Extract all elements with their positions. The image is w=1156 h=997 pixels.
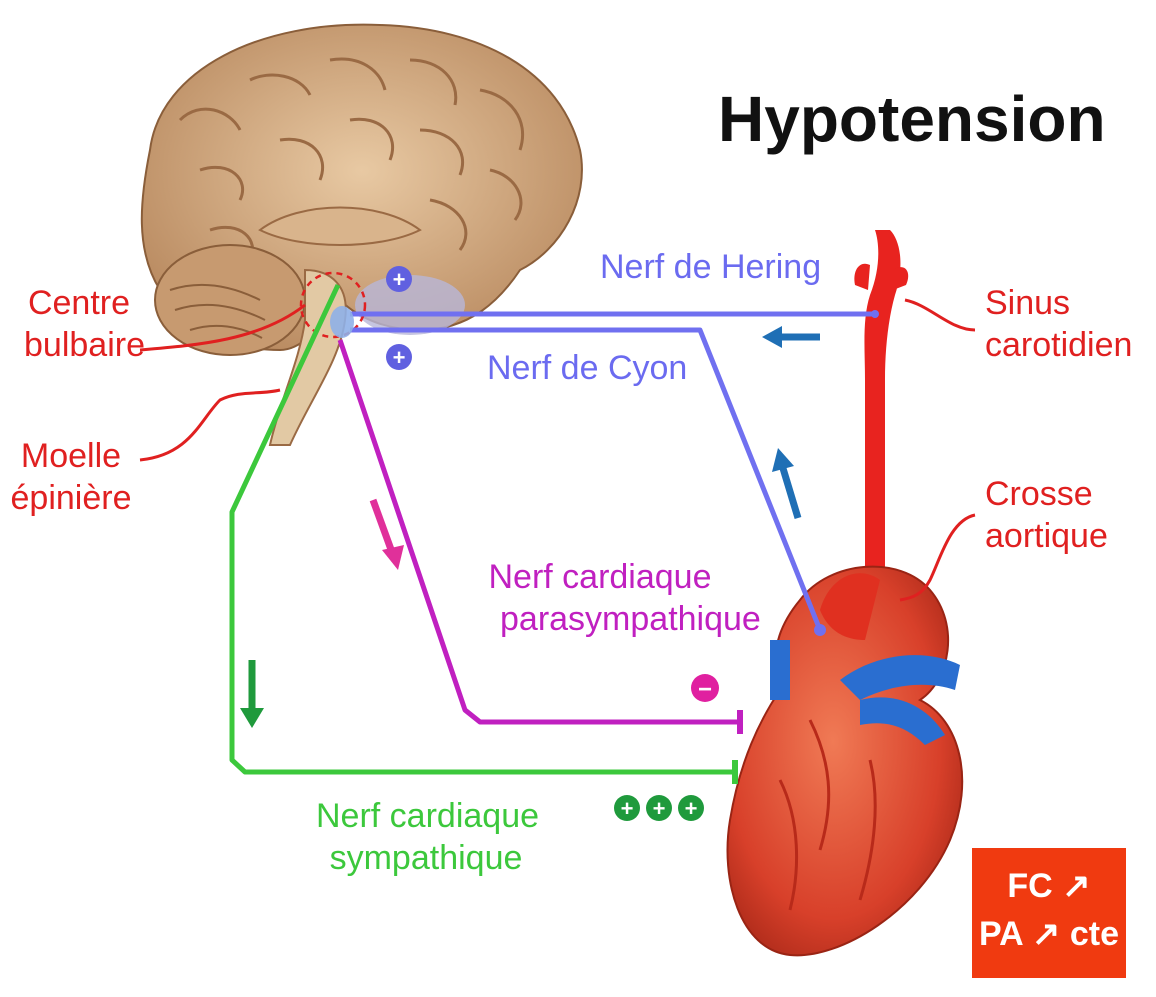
cyon-plus-sign: + bbox=[386, 344, 412, 370]
label-para-line2: parasympathique bbox=[450, 598, 750, 640]
label-crosse-aortique: Crosse aortique bbox=[985, 473, 1108, 557]
parasympathique-minus-sign: − bbox=[691, 674, 719, 703]
label-moelle-line1: Moelle bbox=[6, 435, 136, 477]
label-crosse-line1: Crosse bbox=[985, 473, 1108, 515]
svg-text:−: − bbox=[698, 676, 712, 703]
svg-text:+: + bbox=[621, 796, 634, 821]
result-pa: PA ↗ cte bbox=[972, 910, 1126, 958]
label-nerf-hering: Nerf de Hering bbox=[600, 246, 821, 288]
page-title: Hypotension bbox=[718, 82, 1106, 156]
label-sinus-line2: carotidien bbox=[985, 324, 1132, 366]
label-crosse-line2: aortique bbox=[985, 515, 1108, 557]
label-centre-line2: bulbaire bbox=[24, 324, 134, 366]
heart-illustration bbox=[728, 567, 963, 956]
svg-text:+: + bbox=[653, 796, 666, 821]
label-moelle-line2: épinière bbox=[6, 477, 136, 519]
nerf-parasympathique-path bbox=[340, 340, 740, 722]
arrow-down-green-icon bbox=[240, 660, 264, 728]
arrow-up-icon bbox=[772, 448, 798, 518]
sinus-pointer bbox=[905, 300, 975, 330]
svg-text:+: + bbox=[393, 345, 406, 370]
label-para-line1: Nerf cardiaque bbox=[450, 556, 750, 598]
label-moelle-epiniere: Moelle épinière bbox=[6, 435, 136, 519]
label-nerf-sympathique: Nerf cardiaque sympathique bbox=[316, 795, 536, 879]
sympathique-plus-signs: + + + bbox=[614, 795, 704, 821]
label-nerf-parasympathique: Nerf cardiaque parasympathique bbox=[450, 556, 750, 640]
carotid-artery-illustration bbox=[854, 230, 908, 590]
result-box: FC ↗ PA ↗ cte bbox=[972, 848, 1126, 978]
label-sinus-carotidien: Sinus carotidien bbox=[985, 282, 1132, 366]
label-centre-bulbaire: Centre bulbaire bbox=[24, 282, 134, 366]
svg-text:+: + bbox=[393, 267, 406, 292]
label-sinus-line1: Sinus bbox=[985, 282, 1132, 324]
label-nerf-cyon: Nerf de Cyon bbox=[487, 347, 687, 389]
label-sym-line2: sympathique bbox=[316, 837, 536, 879]
hering-plus-sign: + bbox=[386, 266, 412, 292]
arrow-left-icon bbox=[762, 326, 820, 348]
result-fc: FC ↗ bbox=[972, 862, 1126, 910]
svg-text:+: + bbox=[685, 796, 698, 821]
label-sym-line1: Nerf cardiaque bbox=[316, 795, 536, 837]
label-centre-line1: Centre bbox=[24, 282, 134, 324]
